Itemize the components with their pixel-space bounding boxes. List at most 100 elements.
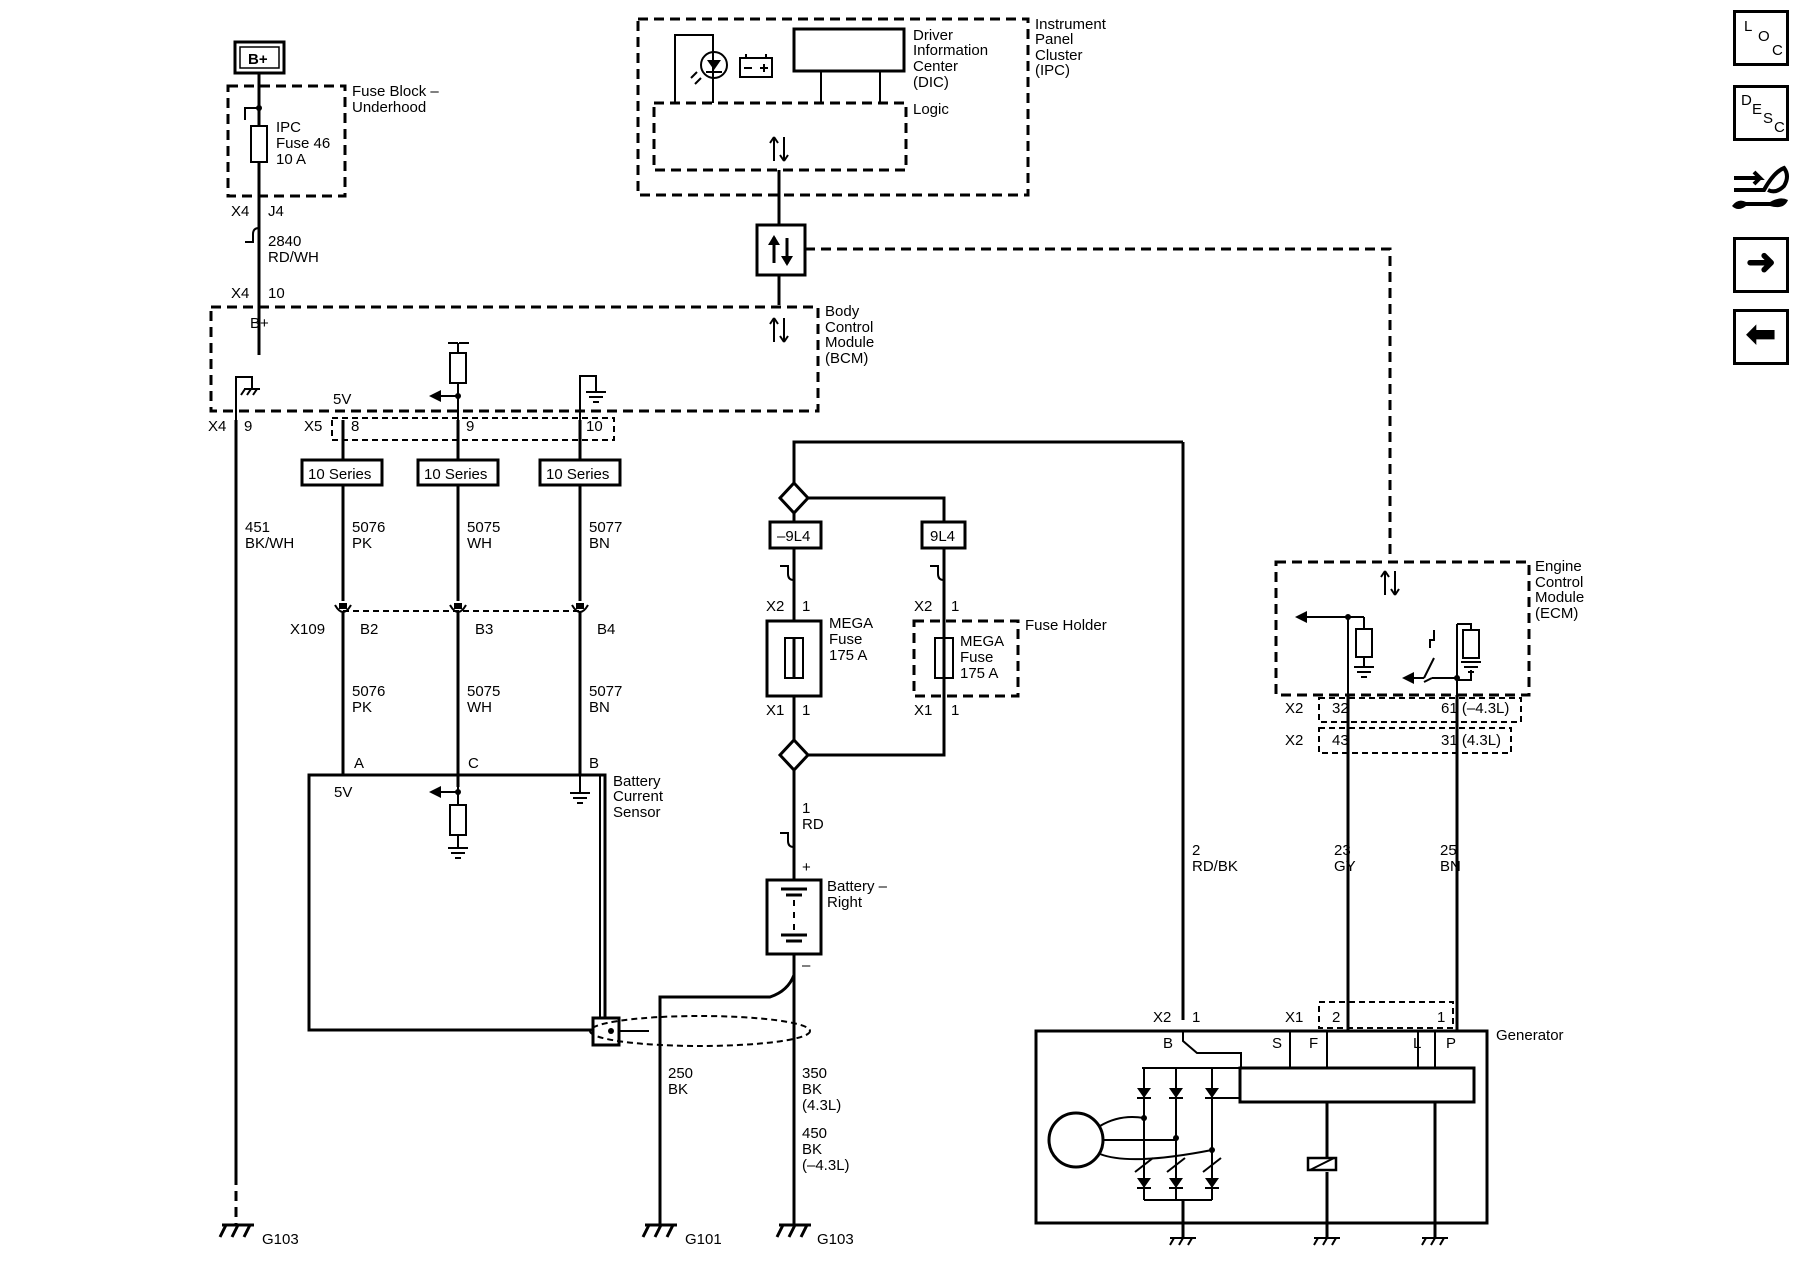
option-box-9l4: 9L4 — [920, 520, 967, 550]
connector-x4-10: X4 — [231, 285, 249, 302]
connector-x4-j4-pin: J4 — [268, 203, 284, 220]
wire-1-number: 1 — [802, 800, 810, 817]
x109-label: X109 — [290, 621, 325, 638]
wire-23-color: GY — [1334, 858, 1356, 875]
tools-button[interactable] — [1728, 160, 1794, 222]
connector-x5-pin9: 9 — [466, 418, 474, 435]
sensor-pin-b: B — [589, 755, 599, 772]
generator-x2-pin: 1 — [1192, 1009, 1200, 1026]
ecm-row1-connector: X2 — [1285, 700, 1303, 717]
ipc-fuse-46 — [250, 125, 268, 163]
wire-5075-number: 5075 — [467, 519, 500, 536]
fuse-right-x1-label: X1 — [914, 702, 932, 719]
next-button[interactable]: ➜ — [1733, 237, 1789, 293]
generator: Generator B S F L P — [1034, 1027, 1564, 1238]
option-box-neg-9l4: –9L4 — [768, 520, 823, 550]
wire-451-number: 451 — [245, 519, 270, 536]
ground-g103-left-label: G103 — [262, 1231, 299, 1248]
battery-warning-icon — [739, 57, 773, 78]
generator-x1-pin2: 2 — [1332, 1009, 1340, 1026]
mega-fuse-left: MEGA Fuse 175 A — [765, 615, 873, 698]
sensor-label-2: Current — [613, 788, 664, 805]
wire-5077b-number: 5077 — [589, 683, 622, 700]
sensor-pin-a: A — [354, 755, 364, 772]
splice-bottom — [777, 737, 811, 773]
generator-terminal-b: B — [1163, 1035, 1173, 1052]
ground-g101-label: G101 — [685, 1231, 722, 1248]
dic-label-4: (DIC) — [913, 74, 949, 91]
ipc-label-3: Cluster — [1035, 47, 1083, 64]
bplus-label: B+ — [248, 51, 268, 68]
ecm-label-3: Module — [1535, 589, 1584, 606]
ecm-row1-pin2: 61 (–4.3L) — [1441, 700, 1509, 717]
ecm-row2-connector: X2 — [1285, 732, 1303, 749]
wire-23-number: 23 — [1334, 842, 1351, 859]
wire-2-color: RD/BK — [1192, 858, 1238, 875]
wire-2840-number: 2840 — [268, 233, 301, 250]
location-button[interactable]: L O C — [1733, 10, 1789, 66]
ecm-label-1: Engine — [1535, 558, 1582, 575]
generator-label: Generator — [1496, 1027, 1564, 1044]
battery-positive-source: B+ — [233, 40, 286, 75]
loc-letter-c: C — [1772, 42, 1783, 59]
splice-top — [777, 480, 811, 516]
ecm-row2-pin1: 43 — [1332, 732, 1349, 749]
ipc-label-4: (IPC) — [1035, 62, 1070, 79]
desc-letter-e: E — [1752, 101, 1763, 118]
sensor-label-3: Sensor — [613, 804, 661, 821]
bcm-label-3: Module — [825, 334, 874, 351]
x109-pin-b3: B3 — [475, 621, 493, 638]
previous-button[interactable]: ⬅ — [1733, 309, 1789, 365]
generator-x2-label: X2 — [1153, 1009, 1171, 1026]
mega-fuse-right-label-1: MEGA — [960, 633, 1004, 650]
wire-2840-color: RD/WH — [268, 249, 319, 266]
battery-current-sensor: A C B 5V Battery Current Sensor — [307, 755, 664, 1047]
fuse-block-label-2: Underhood — [352, 99, 426, 116]
wire-5076-color: PK — [352, 535, 372, 552]
generator-rotor-icon — [1047, 1111, 1105, 1169]
wrench-icon — [1732, 165, 1789, 209]
dic-label-1: Driver — [913, 27, 953, 44]
option-label-neg-9l4: –9L4 — [777, 528, 810, 545]
wire-2-number: 2 — [1192, 842, 1200, 859]
sensor-pin-c: C — [468, 755, 479, 772]
option-label-9l4: 9L4 — [930, 528, 955, 545]
mega-fuse-right-label-2: Fuse — [960, 649, 993, 666]
wire-5076-number: 5076 — [352, 519, 385, 536]
ecm-row2-pin2: 31 (4.3L) — [1441, 732, 1501, 749]
connector-x5-label: X5 — [304, 418, 322, 435]
bcm-label-2: Control — [825, 319, 873, 336]
generator-x1-pin1: 1 — [1437, 1009, 1445, 1026]
wire-25-number: 25 — [1440, 842, 1457, 859]
desc-letter-c: C — [1774, 119, 1785, 136]
generator-terminal-s: S — [1272, 1035, 1282, 1052]
battery-minus-label: – — [802, 957, 811, 974]
desc-letter-s: S — [1763, 110, 1774, 127]
fuse-holder: Fuse Holder MEGA Fuse 175 A — [912, 617, 1107, 698]
fuse-block-label-1: Fuse Block – — [352, 83, 439, 100]
ecm-row1-pin1: 32 — [1332, 700, 1349, 717]
series-label-1: 10 Series — [308, 466, 371, 483]
connector-x4-label: X4 — [208, 418, 226, 435]
generator-x1-label: X1 — [1285, 1009, 1303, 1026]
mega-fuse-left-label-3: 175 A — [829, 647, 867, 664]
dic-display — [792, 27, 906, 73]
sensor-label-1: Battery — [613, 773, 661, 790]
fuse-left-x1-pin: 1 — [802, 702, 810, 719]
ground-g103-right-label: G103 — [817, 1231, 854, 1248]
battery-plus-label: + — [802, 859, 811, 876]
mega-fuse-left-label-2: Fuse — [829, 631, 862, 648]
ipc-fuse-label-1: IPC — [276, 119, 301, 136]
ground-g103-left: G103 — [218, 1223, 299, 1248]
battery-label-2: Right — [827, 894, 863, 911]
series-box-2: 10 Series — [416, 458, 500, 487]
battery-right: Battery – Right — [765, 878, 888, 956]
ipc-label-1: Instrument — [1035, 16, 1107, 33]
generator-terminal-p: P — [1446, 1035, 1456, 1052]
description-button[interactable]: D E S C — [1733, 85, 1789, 141]
mega-fuse-right-label-3: 175 A — [960, 665, 998, 682]
arrow-left-icon: ⬅ — [1745, 313, 1777, 354]
ecm-label-2: Control — [1535, 574, 1583, 591]
logic-label: Logic — [913, 101, 949, 118]
wire-5075b-number: 5075 — [467, 683, 500, 700]
